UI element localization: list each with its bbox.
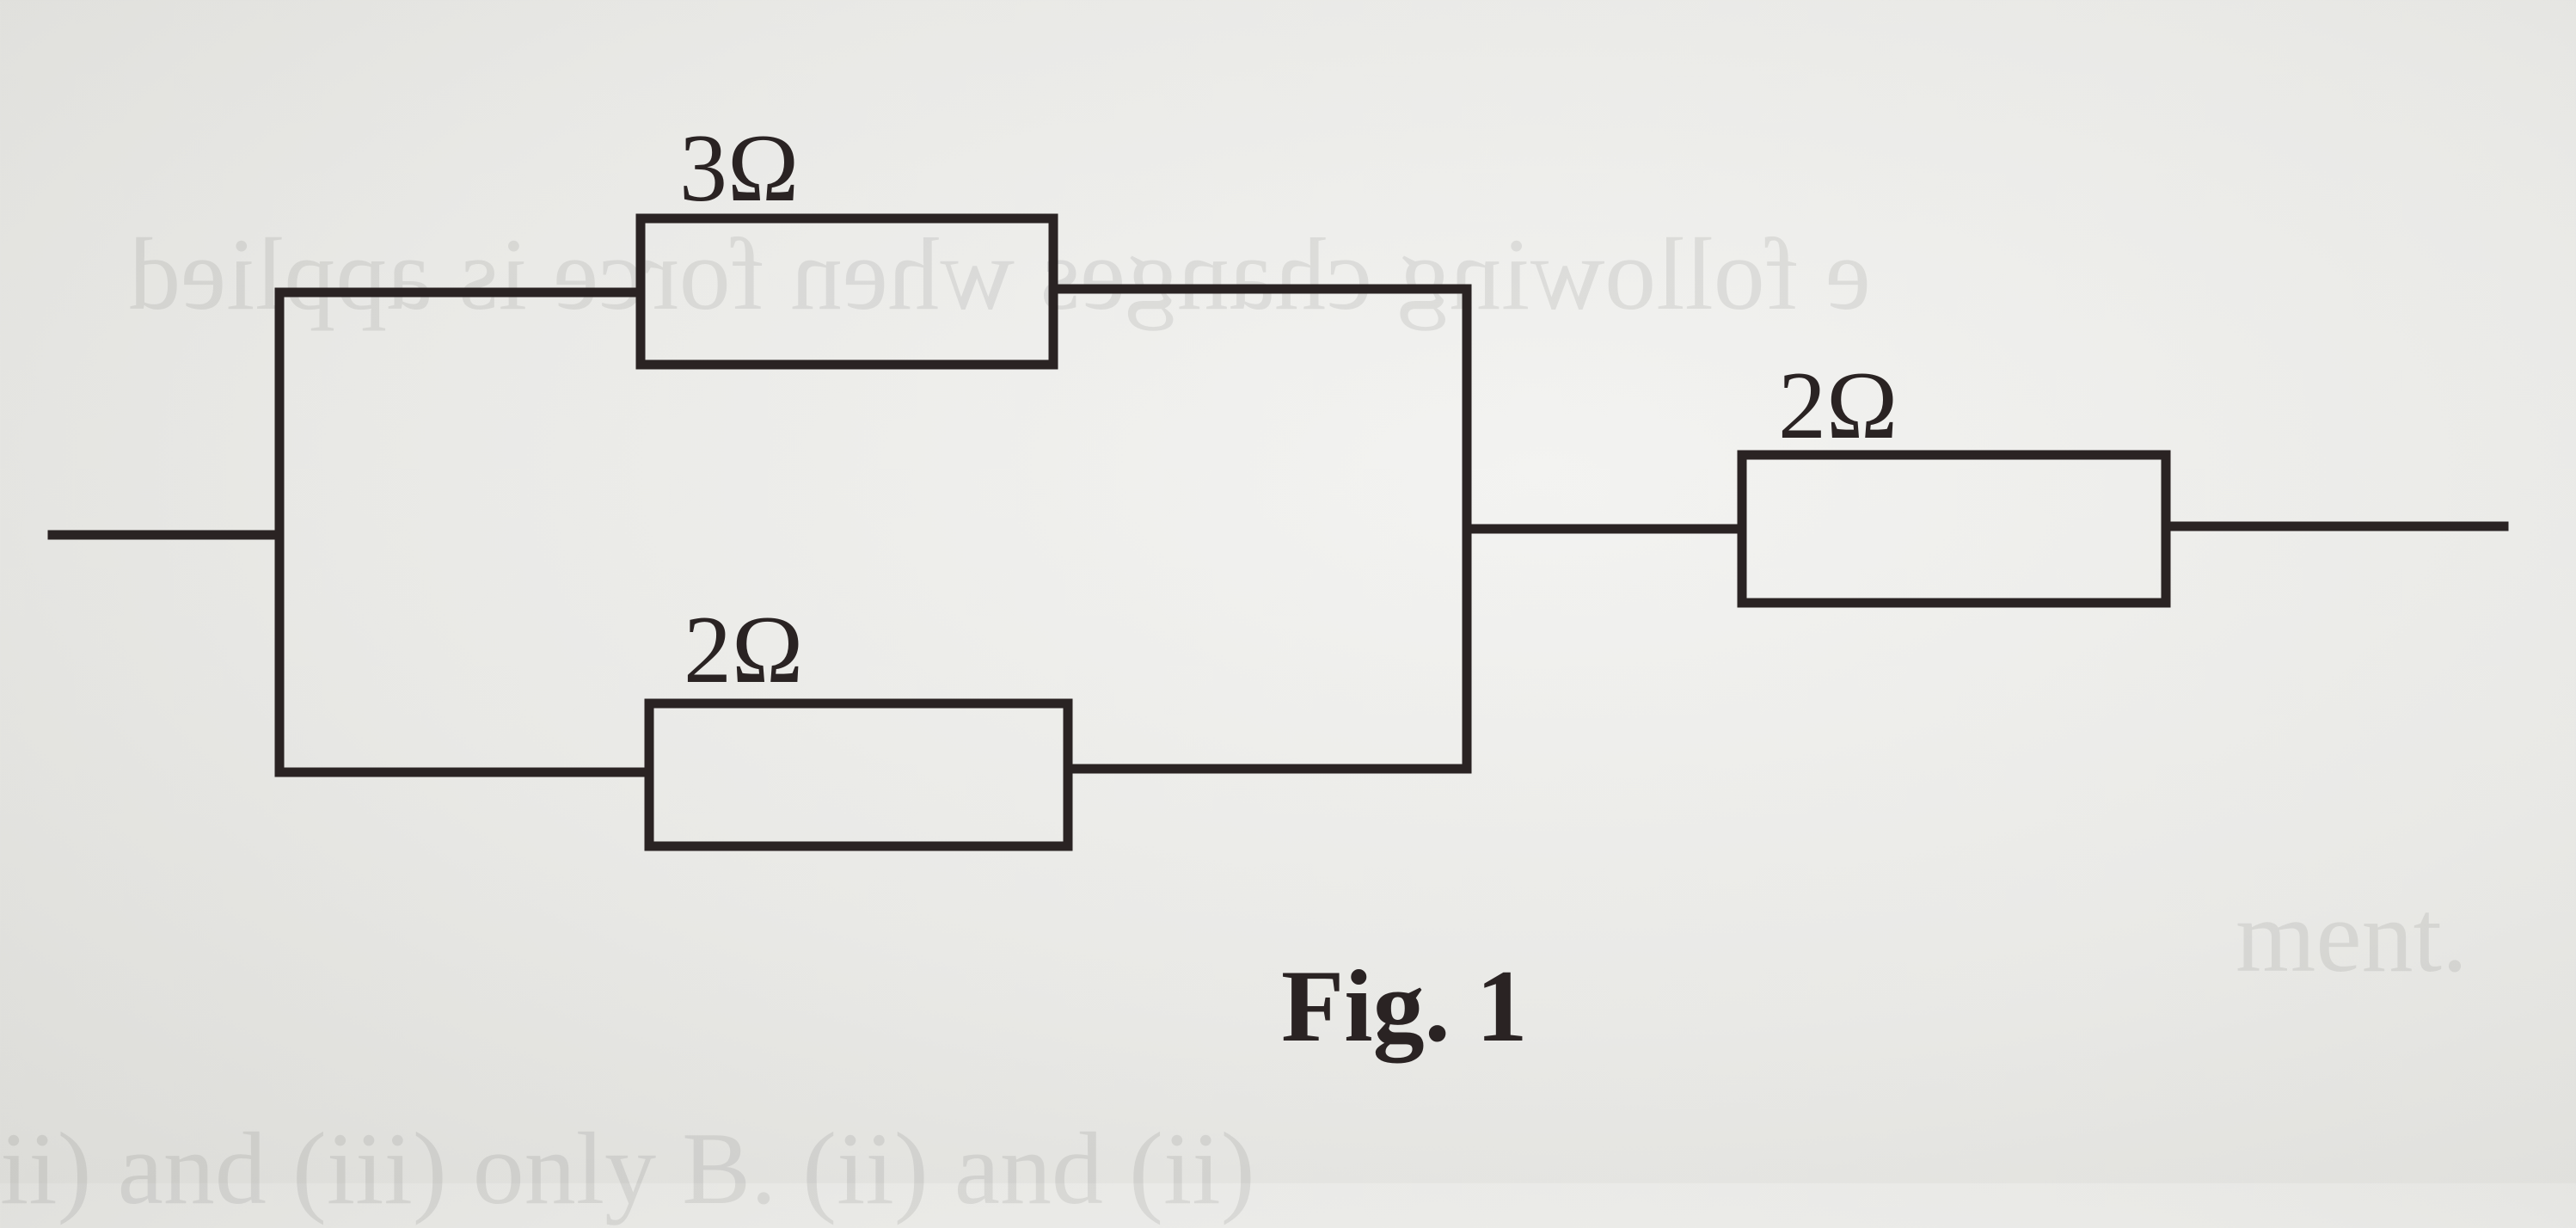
resistor-2-ohm-parallel: [644, 698, 1073, 851]
figure-caption: Fig. 1: [1281, 949, 1528, 1063]
resistor-label-3-ohm: 3Ω: [679, 115, 800, 222]
circuit-diagram: [47, 213, 2509, 851]
resistor-label-2-ohm-series: 2Ω: [1778, 353, 1898, 459]
resistor-label-2-ohm-parallel: 2Ω: [684, 597, 804, 703]
resistor-2-ohm-series: [1737, 450, 2171, 608]
bleed-through-line-2: ment.: [2236, 879, 2468, 993]
resistor-3-ohm: [635, 213, 1058, 370]
